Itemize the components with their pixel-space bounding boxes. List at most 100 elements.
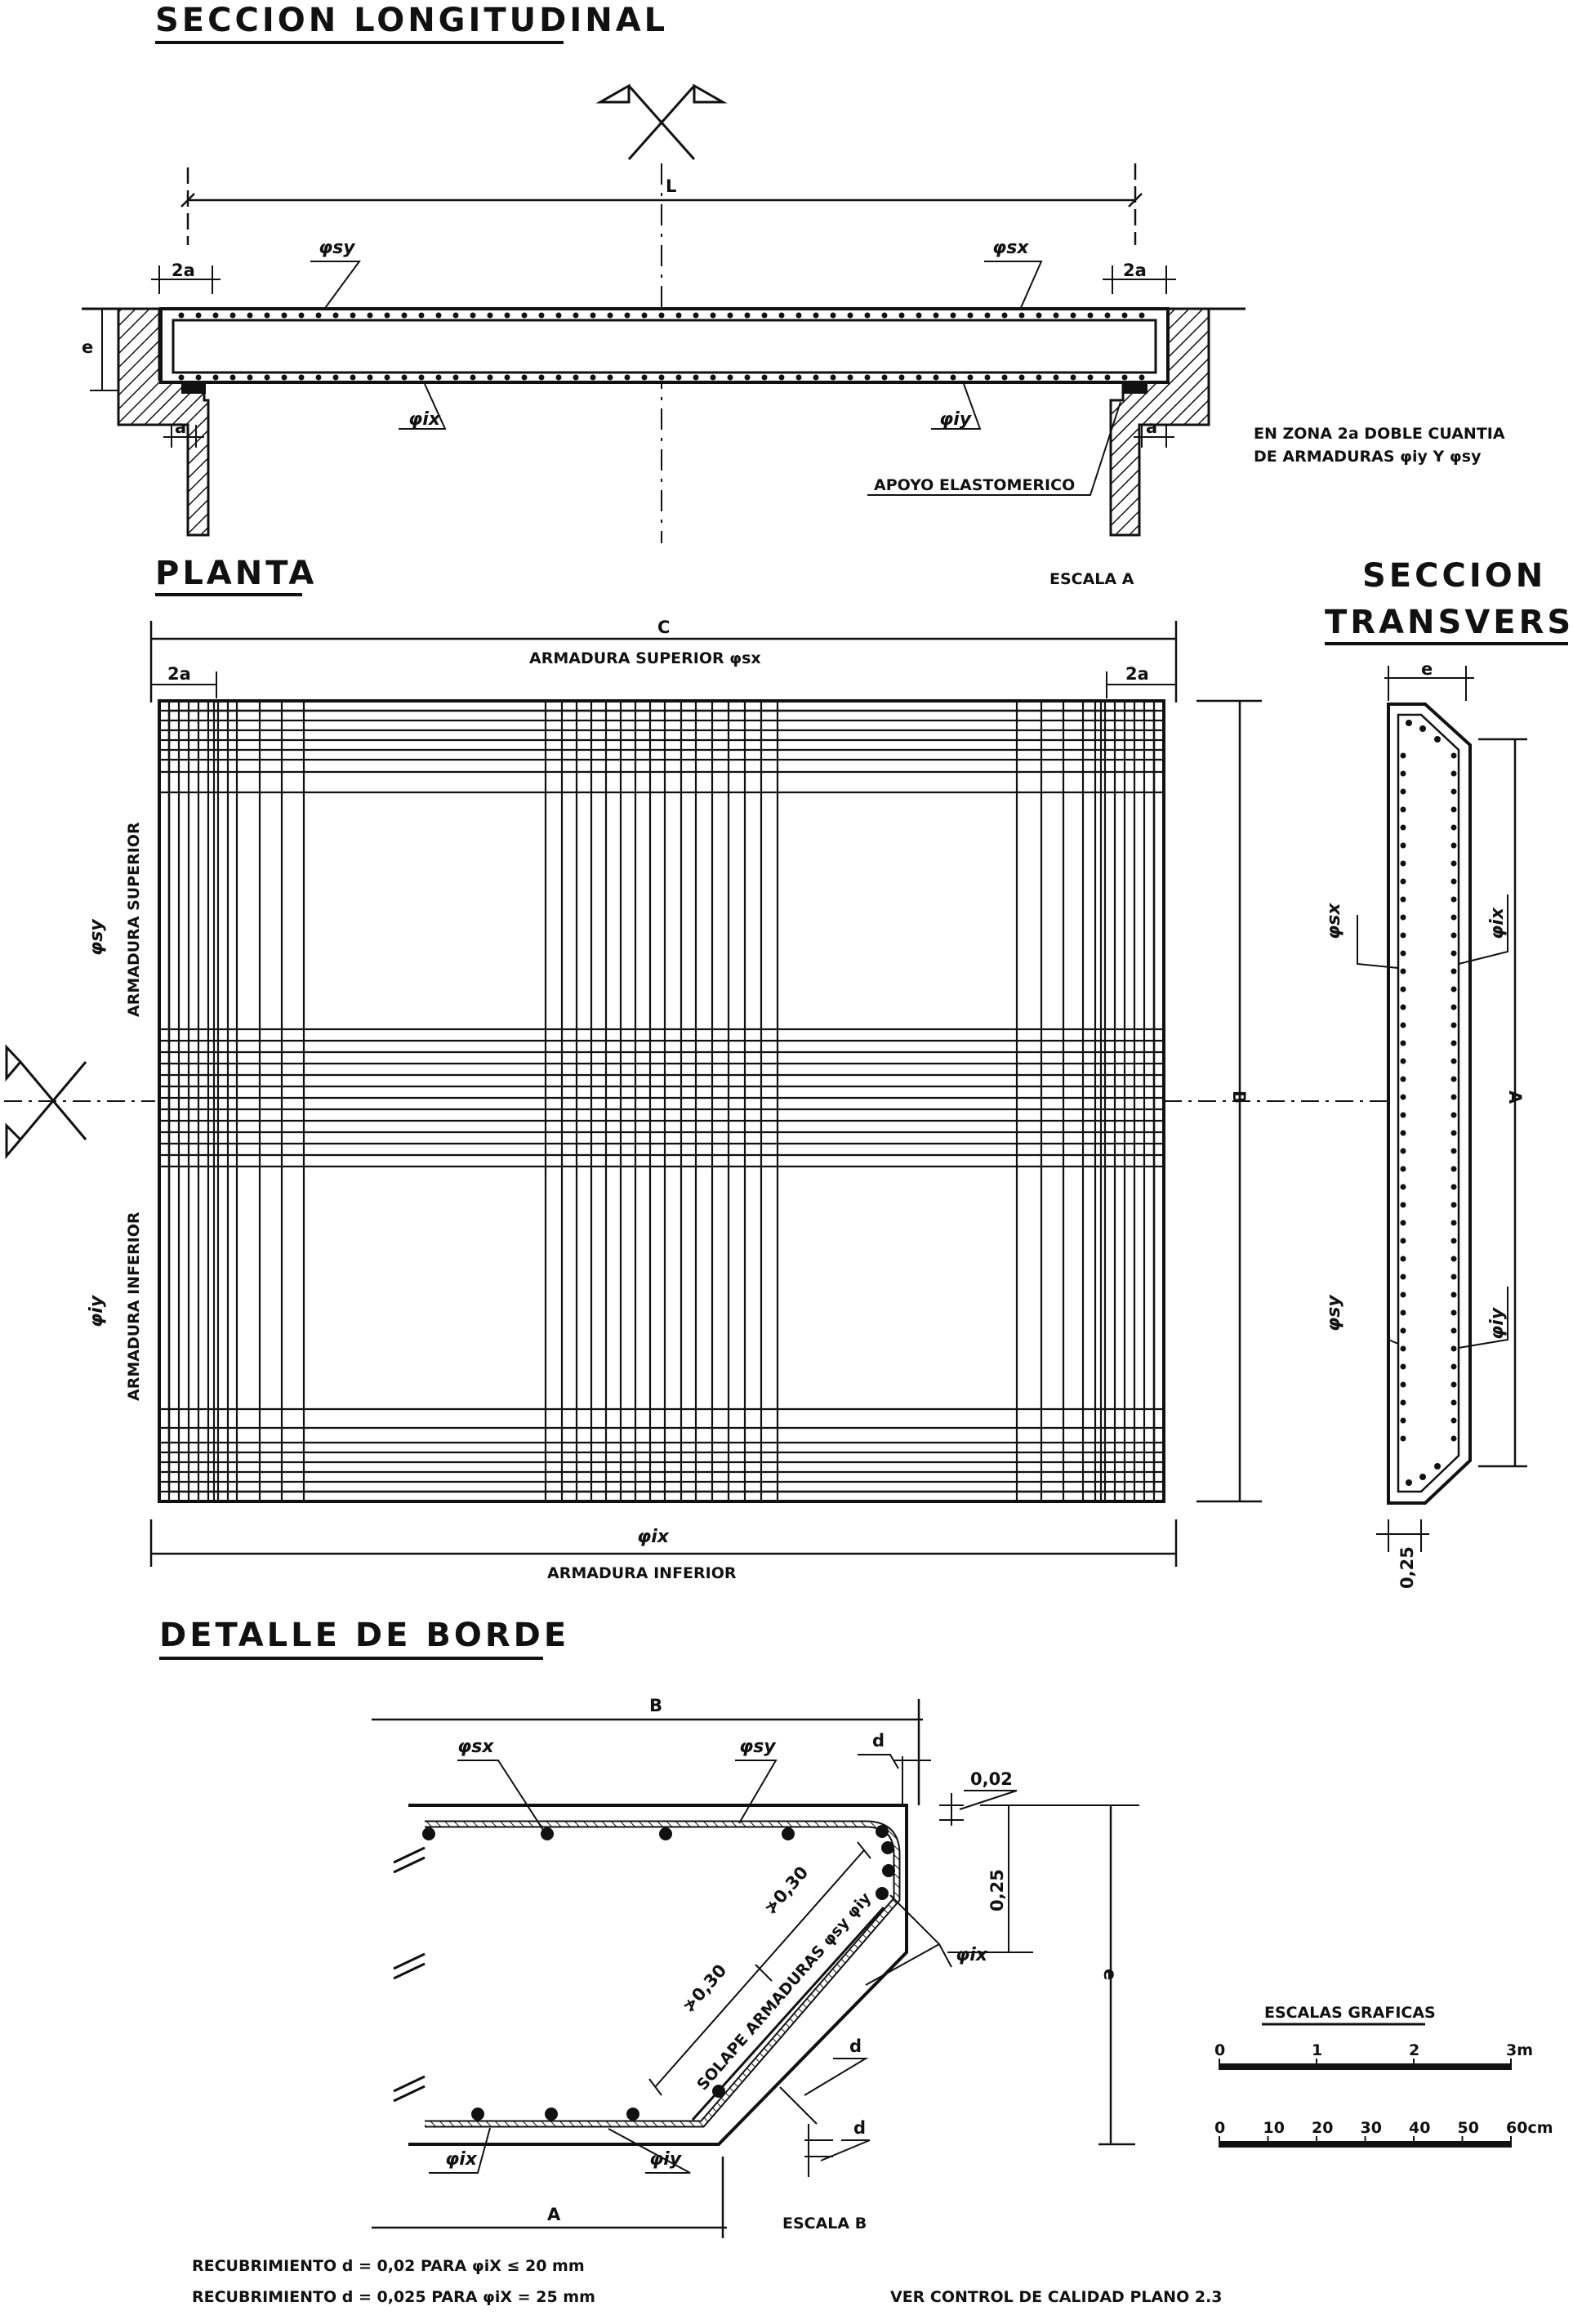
cover-mid-tick (779, 2086, 818, 2125)
support-left-label: a (175, 417, 186, 437)
leader-chamfer-2 (865, 1943, 940, 1986)
rebar-dot (521, 312, 528, 319)
rebar-dot (264, 312, 270, 319)
rebar-dot (541, 1827, 554, 1840)
rebar-dot (1400, 950, 1406, 957)
rebar-dot (384, 312, 390, 319)
rebar-dot (332, 374, 339, 381)
leader-top-left (310, 261, 361, 318)
rebar-dot (1450, 878, 1457, 885)
scale-m-tick-label: 3m (1506, 2041, 1533, 2059)
slab-reinforcement-loop (172, 319, 1157, 374)
dimension-transverse-top (1384, 666, 1474, 701)
lap-bar (691, 1906, 885, 2121)
bottom-reinforcement-label: ARMADURA INFERIOR (547, 1564, 737, 1582)
scale-cm-tick-label: 40 (1409, 2119, 1430, 2137)
transversal-title-1: SECCION (1362, 557, 1546, 595)
bearing-left (181, 382, 206, 394)
scales-title: ESCALAS GRAFICAS (1264, 2004, 1436, 2022)
rebar-dot (916, 312, 922, 319)
rebar-dot (1400, 1202, 1406, 1208)
top-bars (178, 312, 1145, 319)
left-upper-bar: φsy (87, 918, 107, 956)
rebar-dot (1121, 312, 1128, 319)
rebar-dot (624, 312, 631, 319)
transverse-bar-right-lower: φiy (1487, 1306, 1508, 1340)
rebar-dot (1450, 1381, 1457, 1388)
rebar-dot (1400, 932, 1406, 939)
bearing-label: APOYO ELASTOMERICO (874, 476, 1075, 494)
rebar-dot (264, 374, 270, 381)
rebar-dot (1450, 1309, 1457, 1316)
depth-label: e (82, 337, 93, 357)
rebar-dot (1400, 878, 1406, 885)
edge-cover-top: d (872, 1731, 885, 1751)
rebar-dot (830, 374, 836, 381)
rebar-dot (1400, 1435, 1406, 1442)
dimension-span (180, 163, 1143, 245)
scale-a-label: ESCALA A (1049, 570, 1134, 588)
plan-right-2a: 2a (1125, 664, 1149, 684)
transverse-reinforcement (1397, 713, 1460, 1493)
rebar-dot (967, 312, 974, 319)
rebar-dot (1400, 806, 1406, 813)
left-lower-reinforcement-label: ARMADURA INFERIOR (125, 1211, 143, 1401)
rebar-dot (950, 312, 956, 319)
rebar-dot (693, 374, 699, 381)
left-upper-reinforcement-label: ARMADURA SUPERIOR (125, 822, 143, 1017)
edge-cover-bottom: d (853, 2118, 866, 2138)
rebar-dot (504, 374, 510, 381)
dimension-support-right (1134, 425, 1174, 448)
rebar-dot (298, 374, 305, 381)
rebar-dot (1400, 1256, 1406, 1262)
rebar-dot (626, 2108, 639, 2121)
rebar-dot (1434, 736, 1441, 743)
rebar-dot (435, 312, 442, 319)
rebar-dot (418, 374, 425, 381)
rebar-dot (898, 374, 905, 381)
scale-m-tick-label: 2 (1409, 2041, 1419, 2059)
rebar-dot (1400, 788, 1406, 795)
rebar-dot (195, 374, 202, 381)
rebar-dot (1450, 914, 1457, 921)
edge-top-label: B (649, 1696, 662, 1715)
leader-trans-1 (1357, 915, 1399, 969)
rebar-dot (281, 374, 287, 381)
rebar-dot (435, 374, 442, 381)
rebar-dot (1400, 986, 1406, 992)
edge-dim-025: 0,25 (987, 1869, 1007, 1911)
edge-bar-top-1: φsx (457, 1737, 494, 1757)
rebar-dot (281, 312, 287, 319)
lap-dimension-line (648, 1841, 871, 2096)
rebar-dot (1450, 1076, 1457, 1082)
rebar-dot (418, 312, 425, 319)
rebar-dot (916, 374, 922, 381)
rebar-dot (864, 312, 871, 319)
span-label: L (666, 176, 676, 196)
scale-cm-tick-label: 0 (1214, 2119, 1225, 2137)
plan-title: PLANTA (155, 555, 317, 592)
rebar-dot (1450, 1238, 1457, 1244)
edge-bar-hatch (425, 1822, 899, 2126)
rebar-dot (504, 312, 510, 319)
rebar-dot (422, 1827, 435, 1840)
rebar-dot (1450, 1274, 1457, 1280)
transverse-height-label: A (1505, 1091, 1525, 1104)
transverse-bar-left-upper: φsx (1324, 903, 1344, 939)
left-2a-label: 2a (172, 261, 195, 280)
edge-bar-bottom-1: φix (445, 2149, 478, 2170)
rebar-dot (1400, 968, 1406, 975)
rebar-dot (1053, 312, 1059, 319)
scale-b-label: ESCALA B (782, 2215, 867, 2233)
rebar-dot (1450, 950, 1457, 957)
rebar-dot (876, 1825, 889, 1838)
rebar-dot (607, 312, 613, 319)
leader-bottom-right (931, 383, 982, 430)
scale-cm-tick-label: 20 (1312, 2119, 1333, 2137)
dimension-transverse-height (1478, 738, 1527, 1468)
plan-left-2a: 2a (167, 664, 191, 684)
rebar-dot (1400, 1058, 1406, 1064)
rebar-dot (778, 374, 785, 381)
rebar-dot (1450, 1022, 1457, 1028)
